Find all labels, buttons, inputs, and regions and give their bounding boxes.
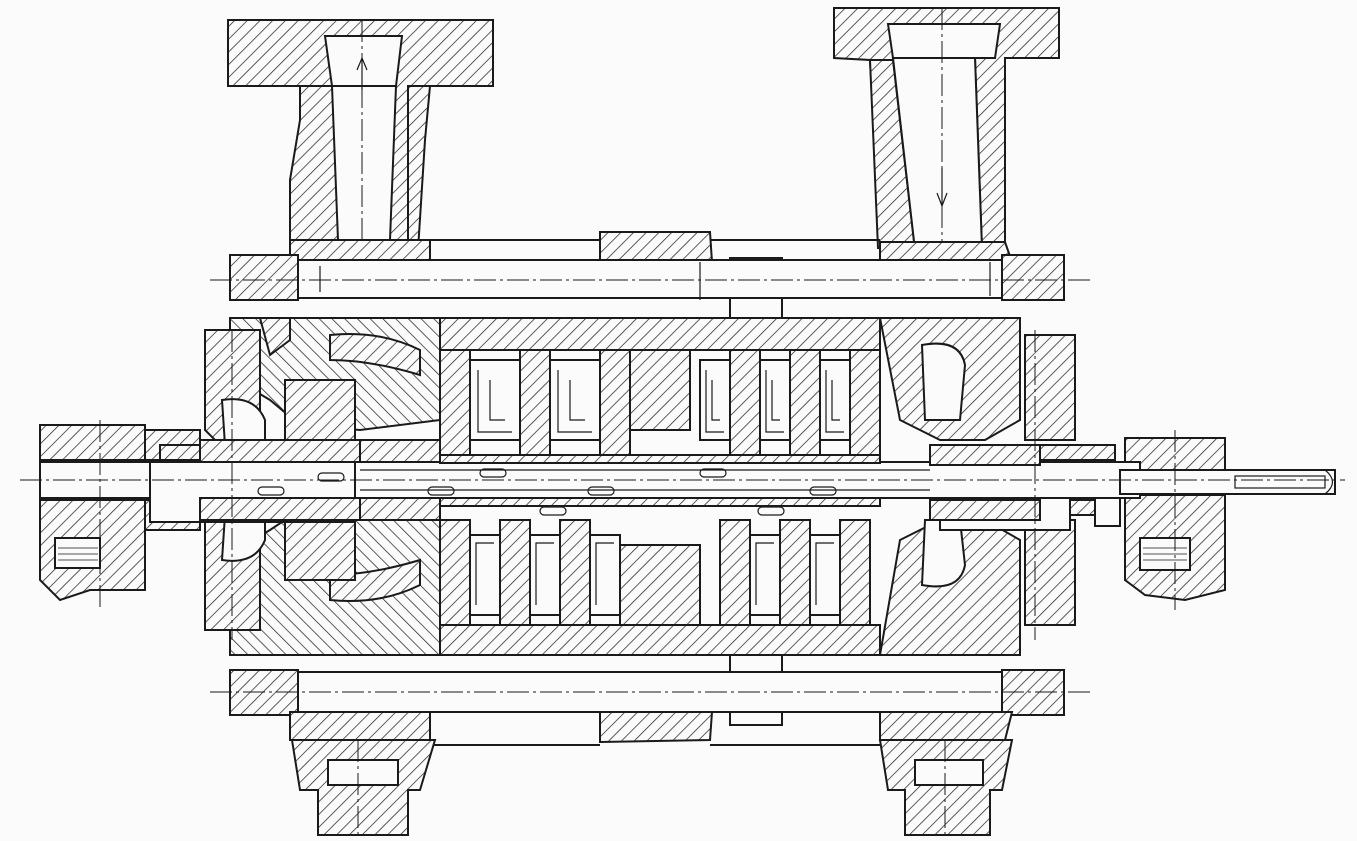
shaft-sleeves: [199, 439, 1041, 521]
left-inlet-nozzle: [227, 19, 494, 253]
right-outlet-nozzle: [833, 7, 1060, 252]
construction-centerlines: [99, 330, 1176, 640]
left-bearing-housing: [39, 329, 356, 631]
pump-shaft: [20, 461, 1345, 523]
flow-arrow-down-icon: [936, 168, 948, 208]
right-support-foot: [878, 739, 1014, 838]
upper-diffuser-stages: [439, 317, 881, 456]
pump-casing: [229, 317, 1021, 656]
upper-tie-rod-assembly: [210, 231, 1090, 319]
lower-diffuser-stages: [439, 519, 881, 656]
left-support-foot: [290, 739, 437, 838]
lower-tie-rod-assembly: [210, 654, 1090, 746]
flow-arrow-up-icon: [356, 56, 368, 90]
